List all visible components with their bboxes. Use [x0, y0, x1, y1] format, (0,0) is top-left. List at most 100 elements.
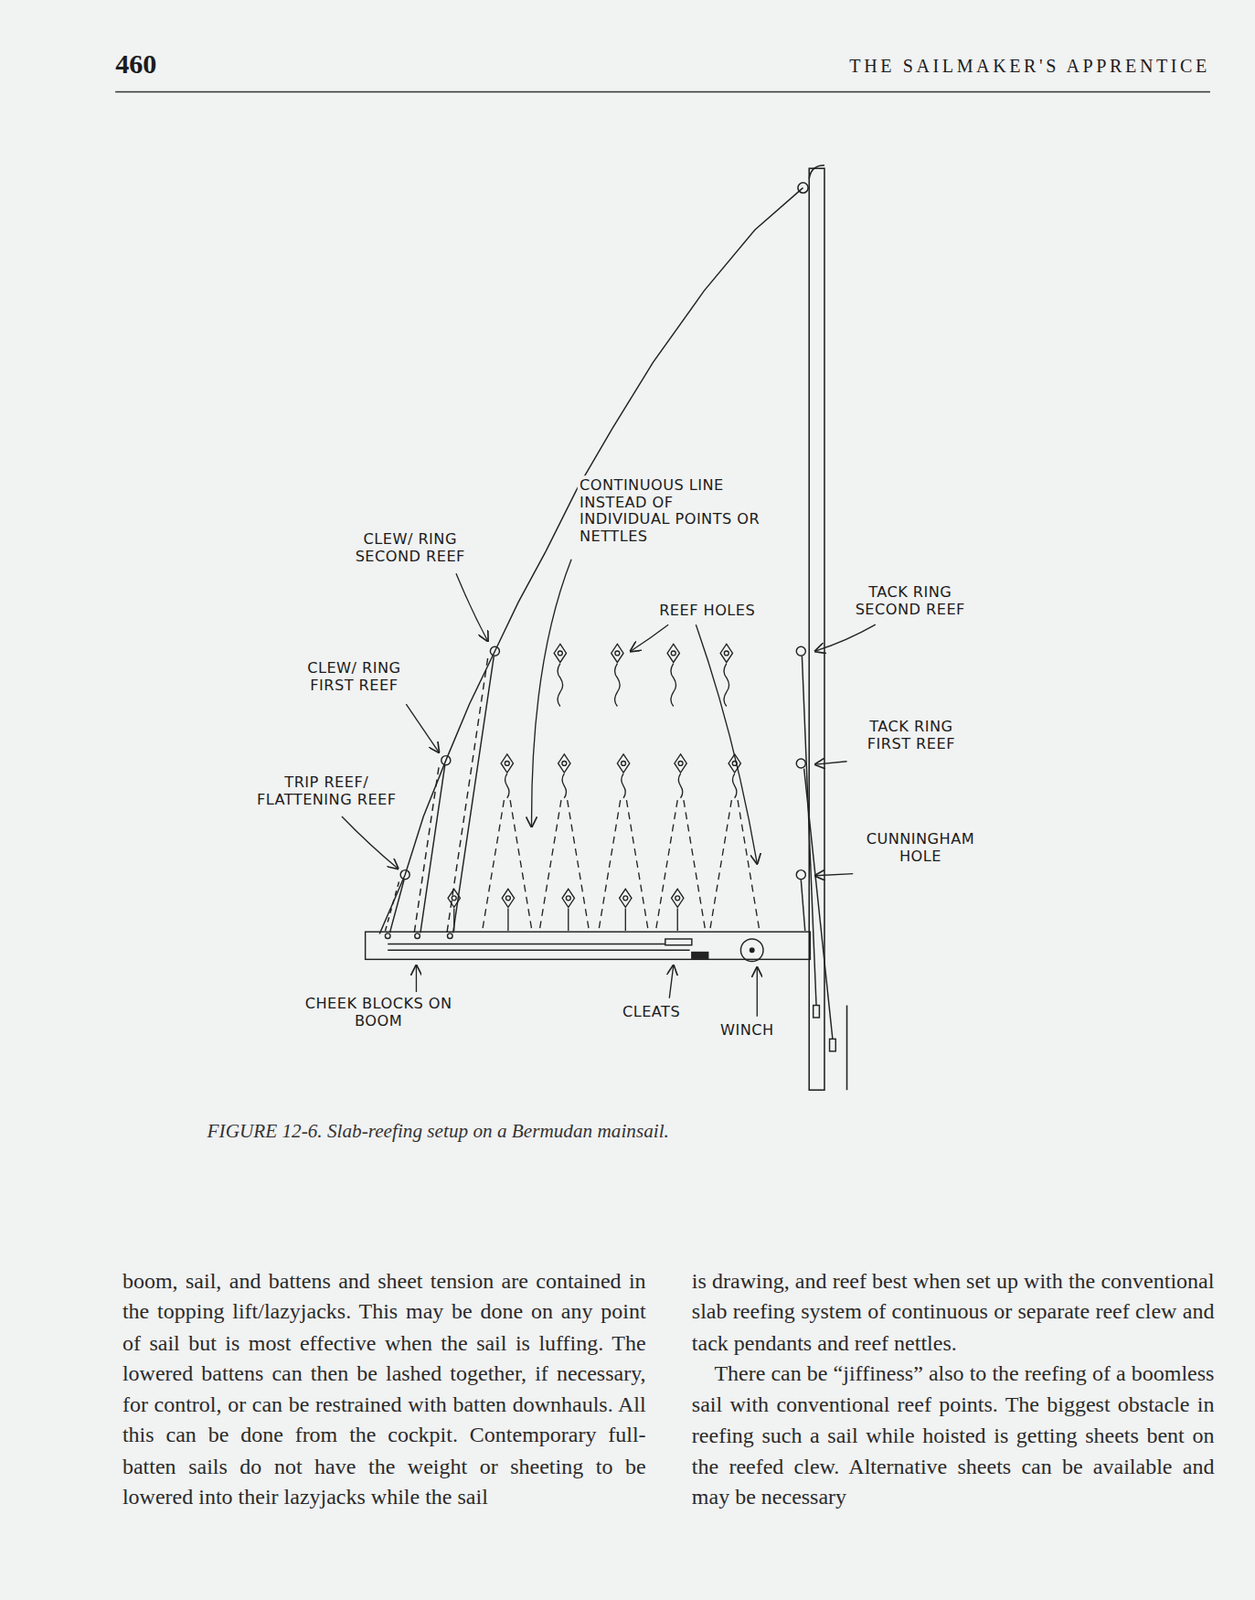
reef-points — [621, 773, 626, 798]
mast — [808, 168, 825, 1090]
part-label: TACK RING FIRST REEF — [849, 717, 974, 754]
leader-lines — [341, 816, 398, 869]
clew-pendants — [489, 646, 500, 656]
header-rule — [115, 91, 1211, 93]
clew-pendants — [446, 658, 489, 933]
reef-points — [616, 754, 629, 773]
clew-pendants — [420, 765, 446, 933]
boom — [387, 943, 666, 945]
reef-points — [505, 895, 511, 901]
leader-lines — [695, 624, 757, 863]
boom — [387, 949, 690, 951]
leader-lines — [815, 624, 876, 651]
leader-lines — [415, 965, 417, 992]
reef-points — [558, 754, 571, 773]
leader-lines — [669, 965, 673, 999]
reef-points — [619, 888, 632, 907]
clew-pendants — [414, 933, 421, 939]
part-label: WINCH — [718, 1020, 777, 1040]
reef-points — [453, 908, 455, 932]
reef-points — [567, 799, 589, 929]
reef-points — [562, 761, 567, 766]
reef-points — [451, 895, 457, 901]
reef-points — [723, 663, 730, 707]
part-label: CLEW/ RING SECOND REEF — [342, 529, 478, 565]
reef-points — [553, 643, 566, 662]
reef-points — [623, 895, 628, 901]
reef-points — [615, 663, 621, 707]
leader-lines — [630, 624, 669, 651]
reef-points — [621, 761, 627, 766]
reef-points — [720, 643, 733, 662]
mast — [797, 165, 848, 1090]
reef-points — [562, 888, 575, 907]
reef-points — [557, 650, 563, 656]
reef-points — [670, 650, 676, 656]
reef-points — [565, 895, 571, 901]
reef-points — [683, 799, 705, 929]
clew-pendants — [446, 933, 453, 939]
tack-pendants — [796, 646, 806, 656]
clew-pendants — [384, 881, 400, 933]
reef-points — [557, 663, 564, 707]
leader-lines — [405, 703, 439, 752]
tack-pendants — [829, 1038, 837, 1051]
reef-points — [615, 650, 620, 656]
clew-pendants — [384, 933, 391, 939]
mast — [808, 165, 825, 180]
tack-pendants — [796, 870, 806, 880]
leader-lines — [531, 559, 573, 827]
reef-points — [626, 799, 648, 929]
mast — [846, 1005, 849, 1091]
boom — [749, 947, 754, 952]
boom — [365, 931, 811, 961]
header-rule — [115, 91, 1211, 93]
leader-lines — [815, 761, 848, 765]
part-label: TACK RING SECOND REEF — [842, 582, 978, 618]
clew-pendants — [389, 879, 405, 933]
body-text: is drawing, and reef best when set up wi… — [691, 1265, 1215, 1358]
boom — [665, 938, 692, 946]
reef-points — [507, 908, 509, 932]
reef-points — [598, 799, 620, 929]
reef-points — [562, 773, 566, 798]
reef-points — [723, 650, 729, 656]
reef-points — [567, 908, 569, 932]
tack-pendants — [804, 768, 833, 1040]
boom — [691, 952, 709, 959]
reef-points — [667, 643, 680, 662]
callout-note: CONTINUOUS LINE INSTEAD OF INDIVIDUAL PO… — [577, 475, 770, 546]
reef-points — [671, 888, 684, 907]
page-number: 460 — [115, 49, 157, 82]
reef-points — [482, 799, 504, 929]
part-label: CHEEK BLOCKS ON BOOM — [301, 993, 455, 1030]
reef-points — [611, 643, 624, 662]
reef-points — [500, 754, 513, 773]
reef-points — [670, 663, 677, 707]
clew-pendants — [400, 870, 410, 880]
reef-points — [510, 799, 532, 929]
reef-points — [501, 888, 514, 907]
leader-lines — [756, 967, 758, 1017]
leader-lines — [456, 573, 489, 641]
reef-points — [733, 773, 737, 798]
part-label: REEF HOLES — [657, 601, 758, 621]
body-text: There can be “jiffiness” also to the ree… — [691, 1358, 1215, 1513]
reef-points — [656, 799, 678, 929]
reef-points — [678, 761, 683, 766]
reef-points — [677, 908, 679, 932]
reef-points — [504, 761, 510, 766]
tack-pendants — [800, 879, 805, 931]
tack-pendants — [801, 656, 817, 1006]
reef-points — [447, 643, 759, 931]
reef-points — [674, 754, 687, 773]
boom — [740, 938, 764, 962]
tack-pendants — [796, 646, 836, 1052]
body-text: boom, sail, and battens and sheet tensio… — [122, 1265, 647, 1513]
tack-pendants — [813, 1005, 820, 1018]
clew-pendants — [441, 755, 451, 766]
boom — [365, 931, 811, 959]
reef-points — [447, 888, 460, 907]
